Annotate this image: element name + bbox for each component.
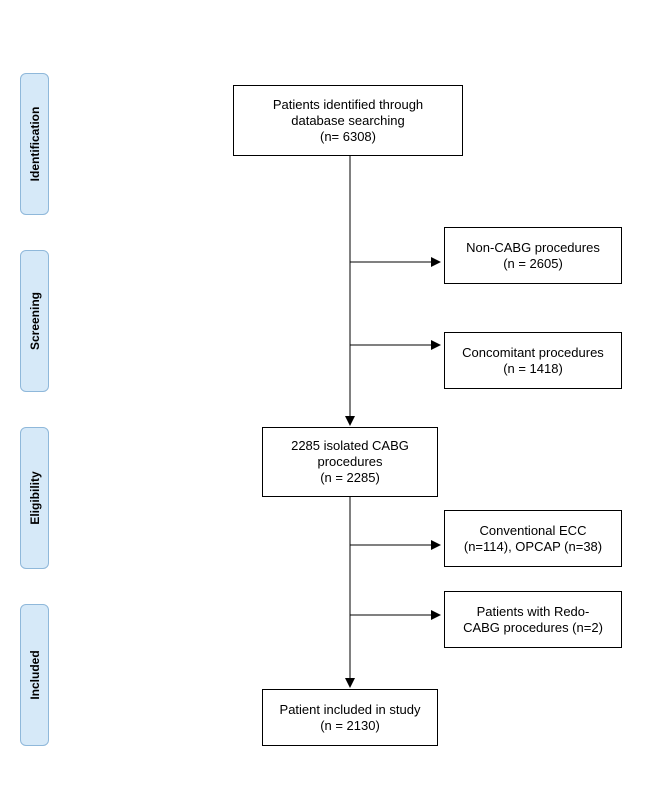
box-identified-line3: (n= 6308) [319, 128, 376, 144]
box-isolated-line3: (n = 2285) [320, 470, 380, 485]
box-non-cabg: Non-CABG procedures (n = 2605) [444, 227, 622, 284]
phase-identification: Identification [20, 73, 49, 215]
box-concomitant-line1: Concomitant procedures [462, 344, 604, 360]
box-concomitant-line2: (n = 1418) [503, 360, 563, 376]
box-identified-line1: Patients identified through [272, 96, 424, 112]
box-redo-line1: Patients with Redo- [476, 603, 590, 619]
box-included-line2: (n = 2130) [320, 717, 380, 733]
box-concomitant: Concomitant procedures (n = 1418) [444, 332, 622, 389]
box-redo-cabg: Patients with Redo- CABG procedures (n=2… [444, 591, 622, 648]
box-isolated-line2: procedures [317, 454, 383, 469]
box-isolated-line1: 2285 isolated CABG [291, 438, 409, 453]
phase-included: Included [20, 604, 49, 746]
box-identified: Patients identified through database sea… [233, 85, 463, 156]
box-included-line1: Patient included in study [279, 701, 421, 717]
box-identified-line2: database searching [291, 112, 405, 128]
box-isolated-cabg: 2285 isolated CABG procedures (n = 2285) [262, 427, 438, 497]
box-included: Patient included in study (n = 2130) [262, 689, 438, 746]
box-redo-line2: CABG procedures (n=2) [463, 619, 603, 635]
phase-screening: Screening [20, 250, 49, 392]
box-non-cabg-line2: (n = 2605) [503, 255, 563, 271]
phase-eligibility: Eligibility [20, 427, 49, 569]
box-conventional-line2: (n=114), OPCAP (n=38) [463, 538, 603, 554]
box-non-cabg-line1: Non-CABG procedures [466, 239, 600, 255]
box-conventional-line1: Conventional ECC [479, 522, 587, 538]
box-conventional-ecc: Conventional ECC (n=114), OPCAP (n=38) [444, 510, 622, 567]
